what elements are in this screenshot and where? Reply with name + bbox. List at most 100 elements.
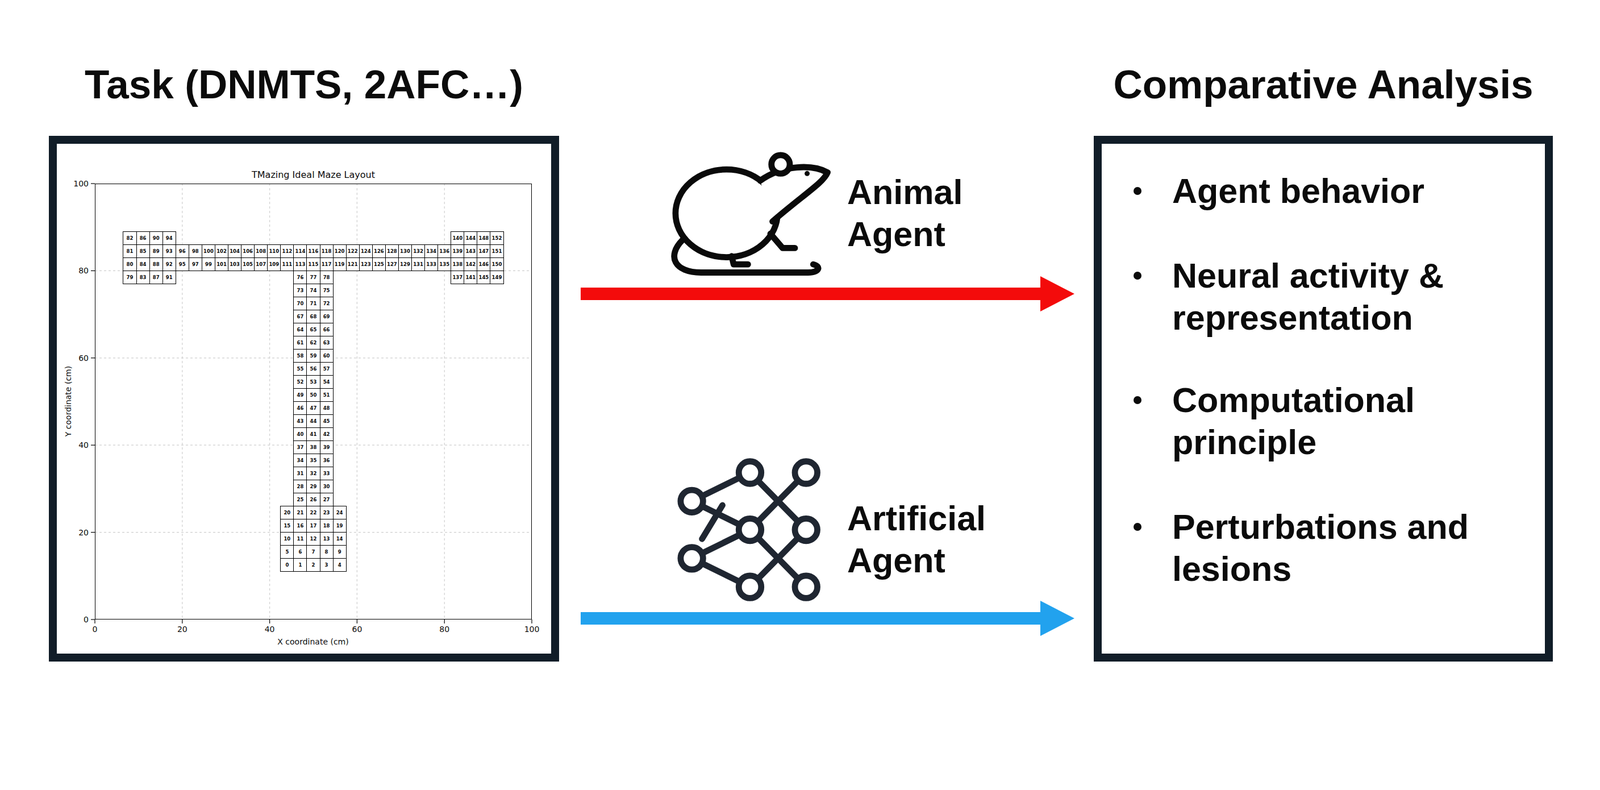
cell-number: 121	[347, 261, 358, 268]
text-slot: 116	[306, 244, 320, 258]
cell-number: 114	[295, 248, 306, 254]
cell-number: 46	[297, 405, 304, 411]
maze-cell: 0	[280, 557, 294, 572]
rat-head	[760, 167, 828, 222]
cell-number: 129	[400, 261, 411, 268]
text-slot: 63	[320, 336, 333, 349]
text-slot: 94	[163, 231, 176, 245]
cell-number: 14	[336, 536, 344, 542]
cell-number: 79	[126, 275, 134, 281]
tick-label: 0	[43, 614, 89, 625]
cell-number: 146	[478, 261, 490, 268]
text-slot: 127	[385, 257, 399, 271]
text-slot: 29	[306, 480, 320, 493]
maze-cell: 7	[306, 544, 320, 559]
maze-cell: 16	[293, 518, 307, 533]
cell-number: 84	[139, 261, 147, 268]
text-slot: 123	[359, 257, 373, 271]
cell-number: 143	[465, 248, 476, 254]
text-slot: 14	[333, 532, 347, 545]
cell-number: 55	[297, 366, 304, 372]
cell-number: 82	[126, 235, 134, 241]
cell-number: 92	[165, 261, 173, 268]
maze-cell: 17	[306, 518, 320, 533]
text-slot: 132	[411, 244, 425, 258]
cell-number: 54	[323, 379, 331, 385]
maze-cell: 82	[122, 231, 137, 245]
maze-cell: 70	[293, 296, 307, 311]
maze-cell: 63	[319, 335, 334, 350]
label-slot: 20	[177, 623, 188, 635]
text-slot: 83	[136, 271, 150, 284]
cell-number: 22	[310, 510, 318, 516]
text-slot: 152	[490, 231, 503, 245]
cell-number: 4	[338, 562, 342, 568]
cell-number: 101	[216, 261, 227, 268]
cell-number: 74	[310, 288, 318, 294]
cell-number: 26	[310, 497, 318, 503]
text-slot: 113	[293, 257, 307, 271]
maze-cell: 73	[293, 283, 307, 298]
text-slot: 106	[241, 244, 254, 258]
text-slot: 0	[280, 558, 294, 572]
maze-cell: 83	[136, 270, 150, 285]
text-slot: 75	[320, 284, 333, 297]
cell-number: 116	[308, 248, 319, 254]
text-slot: 31	[293, 467, 307, 480]
cell-number: 63	[323, 340, 331, 346]
maze-cell: 26	[306, 492, 320, 507]
text-slot: 122	[346, 244, 360, 258]
maze-cell: 13	[319, 531, 334, 546]
text-slot: 108	[254, 244, 268, 258]
maze-cell: 51	[319, 388, 334, 402]
cell-number: 71	[310, 301, 318, 307]
text-slot: 96	[176, 244, 189, 258]
text-slot: 112	[280, 244, 294, 258]
text-slot: 9	[333, 545, 347, 558]
label-slot: 40	[264, 623, 275, 635]
text-slot: 53	[306, 375, 320, 389]
text-slot: 135	[438, 257, 451, 271]
text-slot: 101	[215, 257, 228, 271]
maze-cell: 6	[293, 544, 307, 559]
maze-cell: 25	[293, 492, 307, 507]
maze-cell: 11	[293, 531, 307, 546]
cell-number: 6	[298, 549, 302, 555]
maze-cell: 88	[149, 257, 164, 272]
maze-cell: 10	[280, 531, 294, 546]
text-slot: 86	[136, 231, 150, 245]
cell-number: 110	[268, 248, 279, 254]
maze-cell: 108	[253, 244, 268, 258]
cell-number: 107	[255, 261, 266, 268]
maze-cell: 151	[489, 244, 504, 258]
text-slot: 98	[189, 244, 202, 258]
maze-cell: 85	[136, 244, 150, 258]
cell-number: 5	[285, 549, 289, 555]
agent-label: Artificial Agent	[847, 497, 1018, 582]
maze-cell: 9	[332, 544, 347, 559]
network-unit	[794, 575, 818, 599]
maze-cell: 119	[332, 257, 347, 272]
maze-cell: 41	[306, 427, 320, 441]
maze-cell: 27	[319, 492, 334, 507]
maze-cell: 139	[450, 244, 465, 258]
text-slot: 118	[320, 244, 333, 258]
maze-cell: 77	[306, 270, 320, 285]
cell-number: 139	[452, 248, 463, 254]
text-slot: 91	[163, 271, 176, 284]
cell-number: 91	[165, 275, 173, 281]
maze-cell: 136	[437, 244, 452, 258]
maze-cell: 115	[306, 257, 320, 272]
text-slot: 111	[280, 257, 294, 271]
maze-cell: 33	[319, 466, 334, 481]
cell-number: 130	[400, 248, 411, 254]
text-slot: 38	[306, 440, 320, 454]
maze-cell: 110	[267, 244, 281, 258]
cell-number: 105	[242, 261, 253, 268]
maze-cell: 150	[489, 257, 504, 272]
cell-number: 64	[297, 327, 304, 333]
edge-label-slot: Artificial Agent	[847, 497, 1018, 582]
maze-cell: 131	[411, 257, 425, 272]
cell-number: 67	[297, 314, 304, 320]
cell-number: 36	[323, 457, 331, 464]
